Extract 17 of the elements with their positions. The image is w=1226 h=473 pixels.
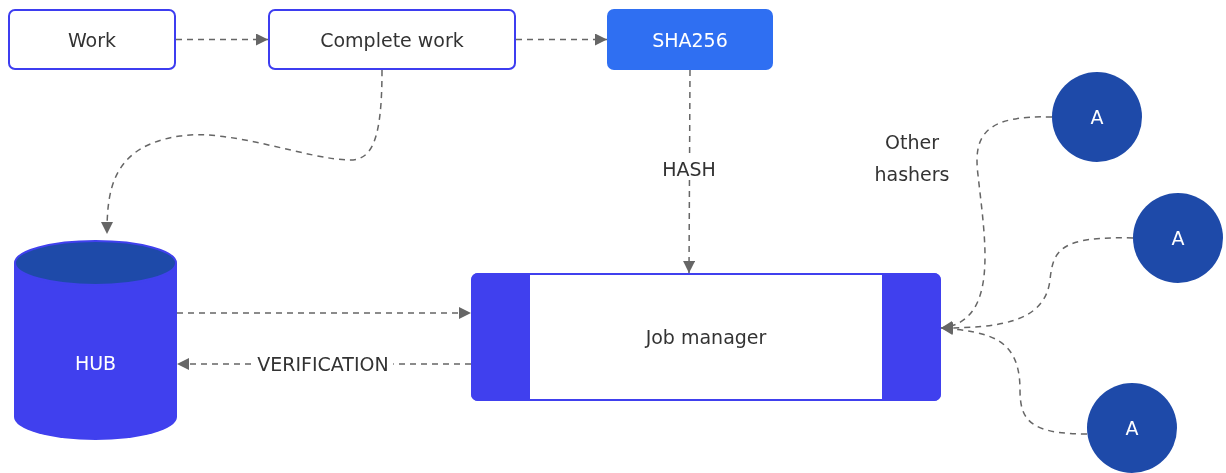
arrow [101,69,383,235]
process-box [607,9,773,70]
node-label: A [1090,106,1104,128]
node-label: SHA256 [652,28,728,51]
note-text: Other hashers [873,130,951,187]
arrow [683,69,696,274]
process-box [8,9,176,70]
arrow [176,307,472,319]
node-label: Complete work [320,28,464,51]
node-label: HUB [74,352,117,374]
node-label: Work [67,28,117,51]
node-label: Job manager [645,326,767,348]
arrow [175,33,269,46]
process-box [268,9,516,70]
arrow [515,33,608,46]
node-label: A [1171,227,1185,249]
node-label: A [1125,417,1139,439]
